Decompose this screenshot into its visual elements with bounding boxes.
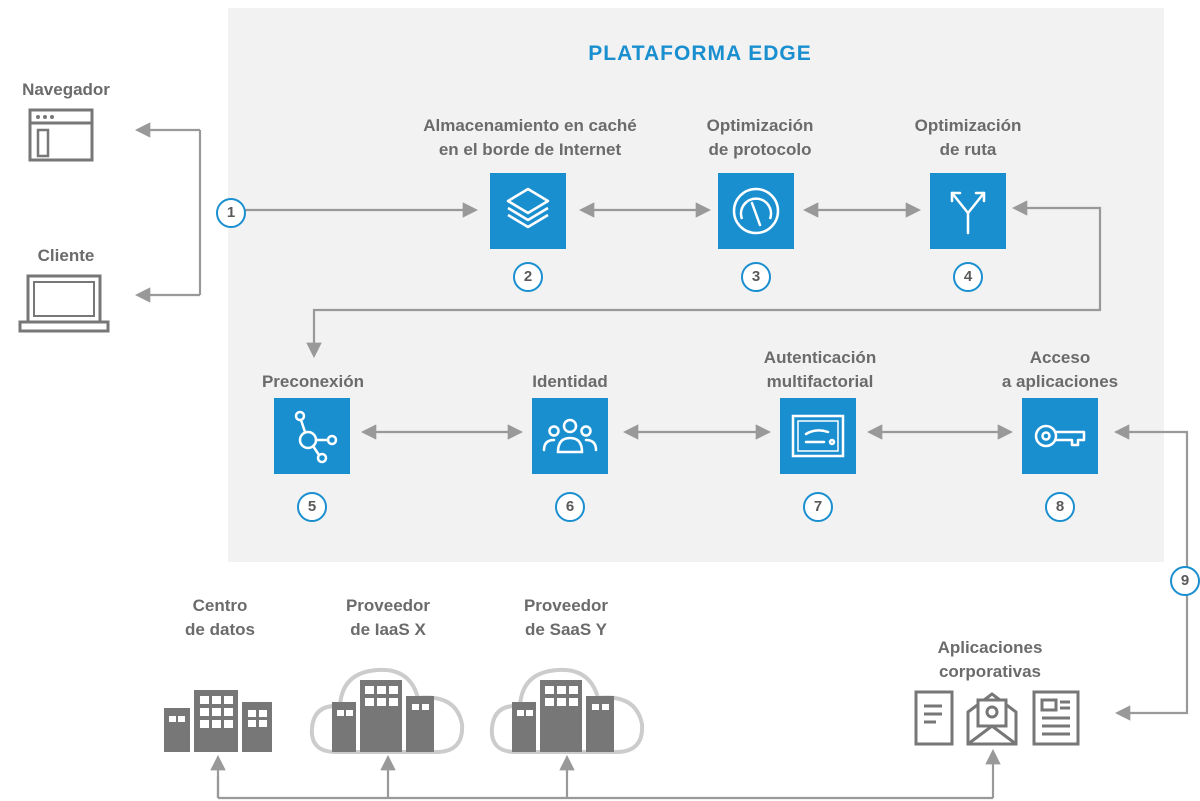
browser-window-icon xyxy=(28,108,94,162)
step-5-marker: 5 xyxy=(297,492,327,522)
service-3-tile xyxy=(718,173,794,249)
client-label: Cliente xyxy=(37,246,95,265)
gauge-icon xyxy=(732,187,780,235)
service-7-tile xyxy=(780,398,856,474)
laptop-icon xyxy=(18,274,110,333)
diagram-title: PLATAFORMA EDGE xyxy=(588,42,812,65)
documents-email-icon xyxy=(914,690,1080,746)
service-2-tile xyxy=(490,173,566,249)
step-6-marker: 6 xyxy=(555,492,585,522)
service-5-label: Preconexión xyxy=(261,372,365,391)
users-group-icon xyxy=(542,418,598,454)
browser-label: Navegador xyxy=(22,80,110,99)
step-3-marker: 3 xyxy=(741,262,771,292)
step-2-marker: 2 xyxy=(513,262,543,292)
certificate-icon xyxy=(791,414,845,458)
service-5-tile xyxy=(274,398,350,474)
step-4-marker: 4 xyxy=(953,262,983,292)
route-fork-icon xyxy=(950,191,986,235)
service-8-tile xyxy=(1022,398,1098,474)
connection-hub-icon xyxy=(294,410,338,464)
key-icon xyxy=(1034,424,1086,448)
cloud-buildings-icon xyxy=(489,667,645,754)
cloud-buildings-icon xyxy=(309,667,465,754)
service-6-tile xyxy=(532,398,608,474)
service-6-label: Identidad xyxy=(532,372,608,391)
step-7-marker: 7 xyxy=(803,492,833,522)
bottom-bus xyxy=(216,776,993,800)
step-1-marker: 1 xyxy=(216,198,246,228)
layers-icon xyxy=(506,187,550,229)
step-8-marker: 8 xyxy=(1045,492,1075,522)
loop-4-to-5 xyxy=(306,200,1102,359)
service-4-tile xyxy=(930,173,1006,249)
buildings-icon xyxy=(164,690,272,752)
step-9-marker: 9 xyxy=(1170,566,1200,596)
